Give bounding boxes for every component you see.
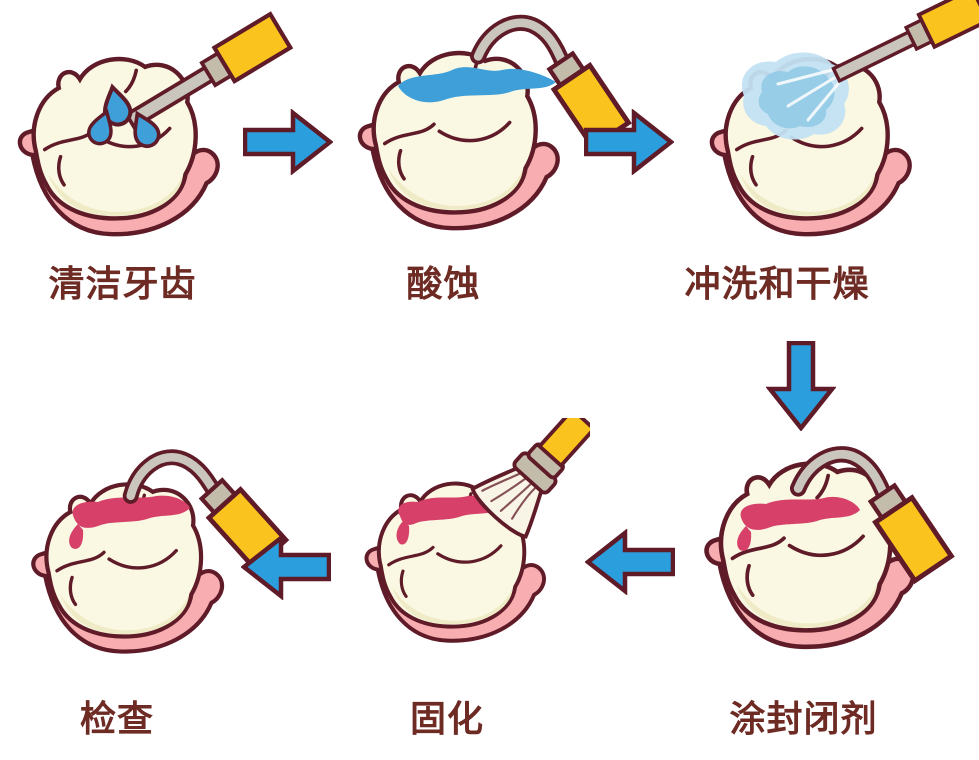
sealant-graphic: [398, 495, 500, 525]
step1-label: 清洁牙齿: [48, 263, 197, 304]
flow-arrow-down-step3-step4: [766, 341, 836, 431]
step3-label: 冲洗和干燥: [684, 263, 870, 304]
etchant-gel-graphic: [398, 67, 556, 103]
sealant-graphic: [740, 496, 860, 530]
flow-arrow-right-step2-step3: [584, 109, 674, 175]
step4-label: 涂封闭剂: [729, 698, 878, 739]
step2-acid-etch-illustration: [346, 10, 658, 242]
step6-inspect-illustration: [14, 440, 334, 692]
step4-apply-sealant-illustration: [688, 432, 979, 690]
sealant-drip-graphic: [69, 524, 84, 549]
flow-arrow-right-step1-step2: [243, 109, 333, 175]
step5-label: 固化: [409, 698, 484, 739]
spray-lines-graphic: [776, 68, 840, 122]
sealant-drip-graphic: [396, 520, 410, 545]
step3-rinse-dry-illustration: [692, 0, 979, 252]
flow-arrow-left-step4-step5: [585, 529, 675, 595]
step2-label: 酸蚀: [406, 263, 481, 304]
step5-cure-illustration: [364, 418, 590, 643]
sealant-drip-graphic: [737, 526, 752, 551]
step6-label: 检查: [79, 698, 154, 739]
flow-arrow-left-step5-step6: [241, 534, 331, 600]
sealant-graphic: [72, 495, 190, 528]
